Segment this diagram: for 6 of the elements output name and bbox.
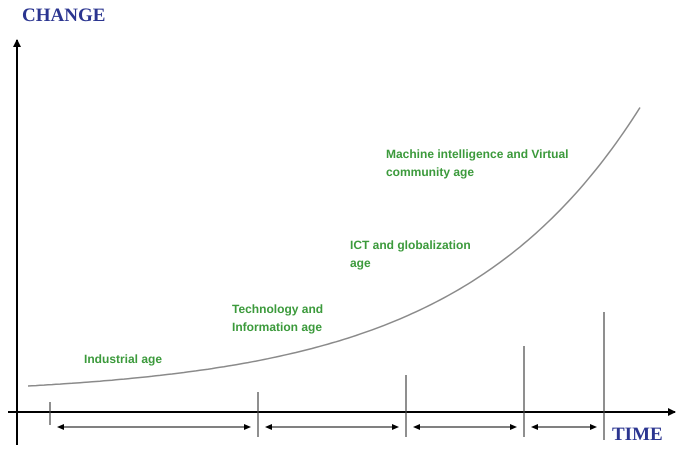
axis-title: TIME bbox=[612, 423, 664, 447]
era-label: Machine intelligence and Virtual community age bbox=[386, 146, 570, 181]
axis-title: CHANGE bbox=[22, 4, 106, 28]
era-label: Technology and Information age bbox=[232, 301, 324, 336]
era-label: ICT and globalization age bbox=[350, 237, 472, 272]
era-label: Industrial age bbox=[84, 351, 164, 368]
